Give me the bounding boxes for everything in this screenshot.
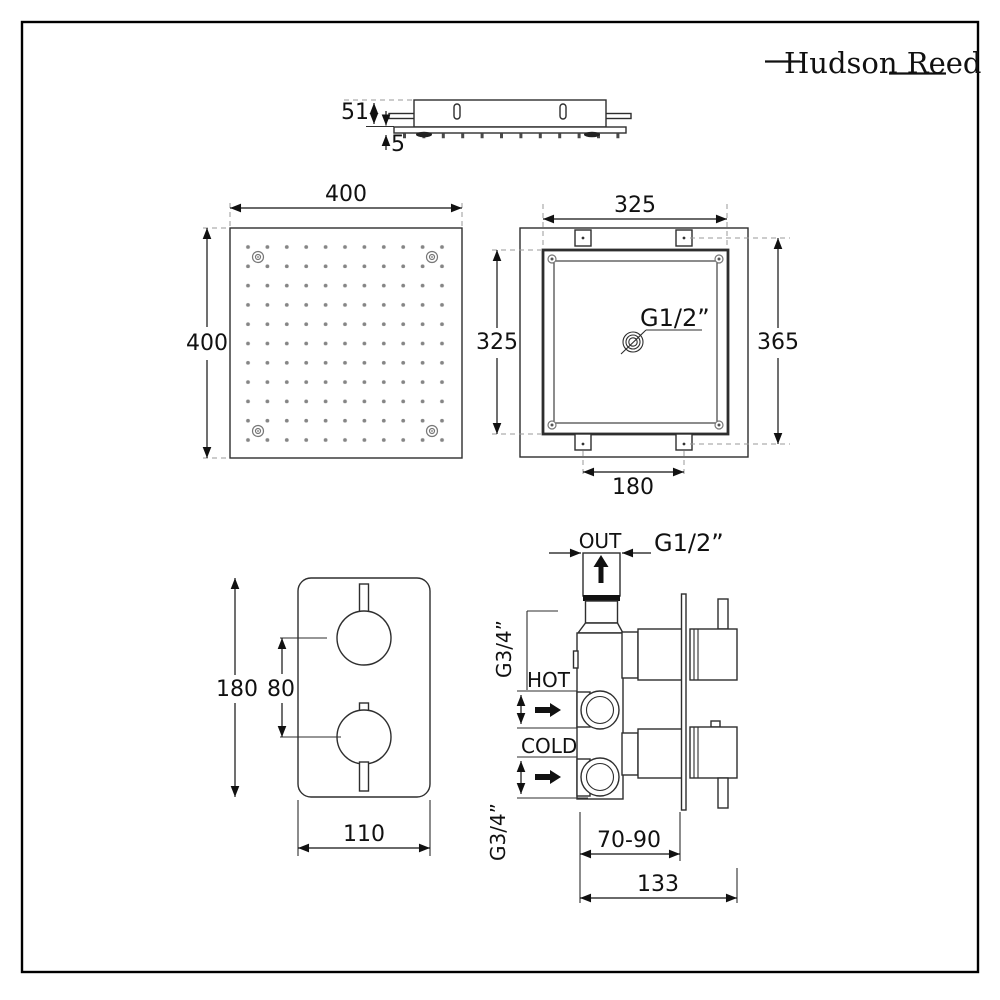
- face-screws: [251, 250, 439, 438]
- screw-boss: [584, 131, 600, 138]
- flow-up-arrowhead: [593, 555, 609, 567]
- valve-plate-view: 180 80 110: [216, 577, 431, 856]
- top-knob-lever: [717, 598, 729, 630]
- hot-inlet-port-inner: [585, 695, 615, 725]
- bottom-handle-lever: [358, 761, 370, 792]
- top-knob: [689, 628, 738, 681]
- screw: [547, 254, 557, 264]
- head-body-profile: [413, 99, 607, 128]
- dim-side-height: 51: [341, 100, 369, 125]
- screw: [251, 424, 265, 438]
- face-plate-profile: [393, 126, 627, 134]
- flow-up-arrow: [598, 565, 604, 583]
- sheet-border: [20, 20, 980, 974]
- recessed-panel: [553, 260, 718, 424]
- outlet-shoulder: [576, 622, 625, 634]
- cold-label: COLD: [521, 734, 577, 758]
- body-tab: [572, 650, 579, 669]
- bottom-knob-lever: [717, 777, 729, 809]
- screw: [425, 250, 439, 264]
- fixing-tab: [574, 433, 592, 451]
- valve-plate: [297, 577, 431, 798]
- screw: [425, 424, 439, 438]
- nozzle-grid: [238, 237, 452, 450]
- outlet-thread-label: G1/2”: [654, 529, 724, 557]
- cold-thread-label: G3/4”: [486, 803, 510, 861]
- inlet-thread-label: G1/2”: [640, 304, 710, 332]
- valve-profile-view: OUT G1/2” G3/4”: [486, 529, 738, 903]
- hot-label: HOT: [527, 668, 571, 692]
- dim-handle-centres: 80: [267, 677, 295, 702]
- bottom-cartridge-step: [621, 732, 639, 776]
- head-back-view: G1/2” 325 325 365 180: [476, 193, 799, 500]
- dim-head-height: 400: [186, 331, 228, 356]
- frame-screws: [547, 254, 724, 430]
- side-arm-right: [604, 112, 632, 120]
- bottom-handle-knob: [336, 709, 392, 765]
- screw: [547, 420, 557, 430]
- dim-overall-depth: 133: [637, 872, 679, 897]
- top-handle-knob: [336, 610, 392, 666]
- screw: [714, 254, 724, 264]
- dim-head-width: 400: [325, 182, 367, 207]
- outlet-seal-band: [583, 595, 620, 601]
- cold-inlet-port-inner: [585, 762, 615, 792]
- screw: [251, 250, 265, 264]
- back-plate: [519, 227, 749, 458]
- hot-flow-arrow: [535, 707, 550, 713]
- dim-plate-thickness: 5: [391, 132, 405, 157]
- fixing-slot: [453, 103, 461, 120]
- cold-flow-arrow: [535, 774, 550, 780]
- fixing-tab: [675, 433, 693, 451]
- side-arm-left: [388, 112, 416, 120]
- dim-plate-height: 180: [216, 677, 258, 702]
- bottom-knob-tab: [710, 720, 721, 728]
- fixing-slot: [559, 103, 567, 120]
- brand-logo: Hudson Reed: [765, 46, 982, 80]
- dim-back-inner-height: 325: [476, 330, 518, 355]
- top-handle-lever: [358, 583, 370, 614]
- dim-back-inner-width: 325: [614, 193, 656, 218]
- leader-line: [620, 329, 647, 355]
- dim-plate-width: 110: [343, 822, 385, 847]
- head-side-profile-view: 51 5: [341, 99, 632, 157]
- outlet-label: OUT: [579, 529, 622, 553]
- brand-logo-text: Hudson Reed: [784, 46, 982, 80]
- wall-plate-edge: [680, 593, 687, 811]
- outlet-neck: [584, 600, 619, 624]
- top-cartridge: [637, 628, 683, 681]
- dim-fixing-centres: 180: [612, 475, 654, 500]
- head-front-view: 400 400: [186, 182, 463, 459]
- hot-flow-arrowhead: [550, 703, 561, 717]
- dim-back-overall-height: 365: [757, 330, 799, 355]
- top-cartridge-step: [621, 631, 639, 679]
- bottom-cartridge: [637, 728, 683, 779]
- cold-flow-arrowhead: [550, 770, 561, 784]
- screw-boss: [416, 131, 432, 138]
- screw: [714, 420, 724, 430]
- hot-thread-label: G3/4”: [492, 620, 516, 678]
- dim-recess-depth: 70-90: [597, 828, 661, 853]
- bottom-knob: [689, 726, 738, 779]
- mounting-frame: [541, 248, 730, 436]
- inlet-connection: G1/2”: [620, 304, 710, 355]
